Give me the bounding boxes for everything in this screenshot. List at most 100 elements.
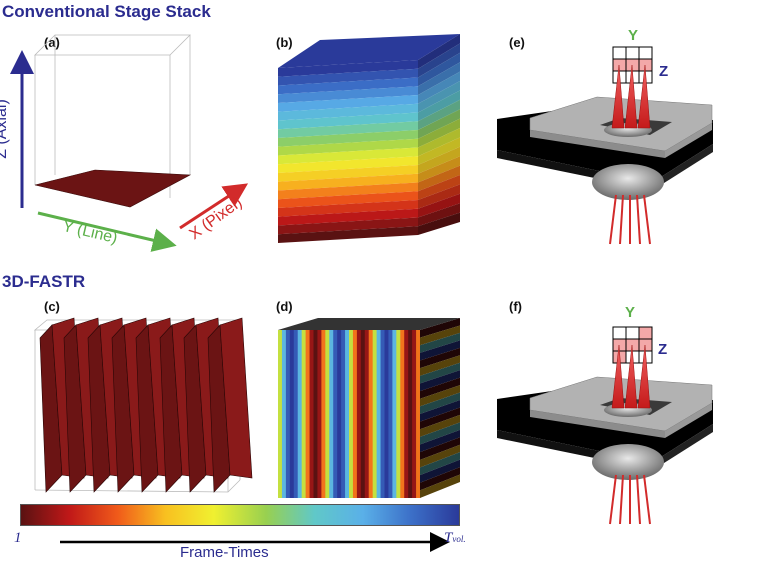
section-title-conventional: Conventional Stage Stack [2, 2, 211, 21]
excitation-beam-line [643, 194, 651, 245]
panel-f-microscope [497, 326, 713, 525]
panel-b-side-layer [418, 146, 460, 174]
panel-d-stripe [345, 330, 350, 498]
panel-d-stripe [325, 330, 330, 498]
panel-d-stripe [364, 330, 370, 498]
panel-d-side-stripe [420, 347, 460, 369]
panel-b-front-layer [278, 217, 418, 235]
panel-b-front-layer [278, 60, 418, 77]
grid-label-y-e: Y [628, 27, 639, 44]
panel-d-stripe [285, 330, 291, 498]
panel-label-a: (a) [44, 35, 60, 50]
panel-d-side-stripe [420, 377, 460, 399]
panel-d-side-stripe [420, 429, 460, 453]
panel-b-front-layer [278, 226, 418, 243]
panel-b-front-layer [278, 130, 418, 147]
panel-b-side-layer [418, 212, 460, 235]
focal-grid-cell [638, 326, 653, 340]
panel-d-side-stripe [420, 459, 460, 483]
panel-d-stripe [400, 330, 405, 498]
panel-label-b: (b) [276, 35, 293, 50]
panel-b-front-layer [278, 165, 418, 182]
panel-d-striped-cube [278, 318, 460, 498]
panel-b-front-layer [278, 86, 418, 103]
objective-lens [592, 444, 664, 480]
panel-d-side-stripe [420, 444, 460, 468]
panel-d-side-stripe [420, 325, 460, 346]
panel-d-side-stripe [420, 422, 460, 445]
panel-b-front-layer [278, 200, 418, 217]
panel-b-side-layer [418, 62, 460, 95]
panel-label-d: (d) [276, 299, 293, 314]
excitation-beam-line [636, 194, 641, 245]
panel-d-side-stripe [420, 400, 460, 422]
panel-d-side-stripe [420, 407, 460, 430]
panel-b-front-layer [278, 156, 418, 173]
panel-d-stripe [278, 330, 283, 498]
panel-d-stripe [412, 330, 417, 498]
grey-stage-side-edge [665, 403, 712, 438]
focal-grid-cell [612, 46, 627, 60]
focus-cone [611, 344, 625, 409]
panel-d-stripe [317, 330, 322, 498]
panel-b-side-layer [418, 118, 460, 148]
panel-d-stripe [408, 330, 413, 498]
panel-b-front-layer [278, 112, 418, 130]
focal-grid-cell [625, 326, 640, 340]
panel-d-side-stripe [420, 414, 460, 437]
panel-d-stripe [352, 330, 358, 498]
panel-d-side-stripe [420, 437, 460, 460]
panel-d-stripe [404, 330, 409, 498]
panel-d-stripe [392, 330, 397, 498]
focus-cone [637, 64, 651, 129]
panel-d-stripe [341, 330, 346, 498]
panel-b-front-layer [278, 95, 418, 112]
panel-d-side-stripe [420, 474, 460, 498]
panel-d-stripe [368, 330, 374, 498]
panel-b-side-layer [418, 203, 460, 227]
panel-d-stripe [281, 330, 287, 498]
grey-stage-front-edge [530, 130, 665, 158]
panel-d-stripe [388, 330, 393, 498]
panel-b-side-layer [418, 43, 460, 78]
panel-a-slab [34, 169, 192, 208]
focus-cone [637, 344, 651, 409]
panel-d-top-face [278, 318, 460, 330]
panel-label-f: (f) [509, 299, 522, 314]
focal-grid-cell [638, 46, 653, 60]
panel-b-front-layer [278, 121, 418, 138]
panel-d-stripe [309, 330, 315, 498]
panel-d-side-stripe [420, 332, 460, 353]
panel-d-stripe [396, 330, 401, 498]
focal-grid-cell [625, 46, 640, 60]
panel-d-side-stripe [420, 355, 460, 376]
panel-d-stripe [349, 330, 354, 498]
panel-b-front-layer [278, 103, 418, 121]
panel-d-stripe [301, 330, 307, 498]
panel-d-stripe [289, 330, 295, 498]
focus-cone [624, 344, 638, 409]
colorbar-start-label: 1 [14, 530, 22, 546]
panel-b-side-layer [418, 109, 460, 139]
panel-d-side-stripe [420, 452, 460, 476]
focus-cone [624, 64, 638, 129]
panel-d-stripe [333, 330, 338, 498]
panel-b-front-layer [278, 182, 418, 200]
section-title-3d-fastr: 3D-FASTR [2, 272, 86, 291]
x-axis-arrow [179, 183, 249, 230]
panel-label-e: (e) [509, 35, 525, 50]
panel-d-stripe [321, 330, 326, 498]
grid-label-y-f: Y [625, 304, 636, 321]
panel-b-front-layer [278, 191, 418, 208]
panel-b-front-layer [278, 77, 418, 95]
panel-d-side-stripe [420, 362, 460, 384]
focus-cone [611, 64, 625, 129]
panel-b-side-layer [418, 34, 460, 69]
excitation-beam-line [609, 194, 617, 245]
panel-b-front-layer [278, 68, 418, 86]
panel-b-side-layer [418, 81, 460, 113]
panel-d-stripe [380, 330, 386, 498]
panel-d-stripe [384, 330, 390, 498]
panel-b-side-layer [418, 165, 460, 192]
